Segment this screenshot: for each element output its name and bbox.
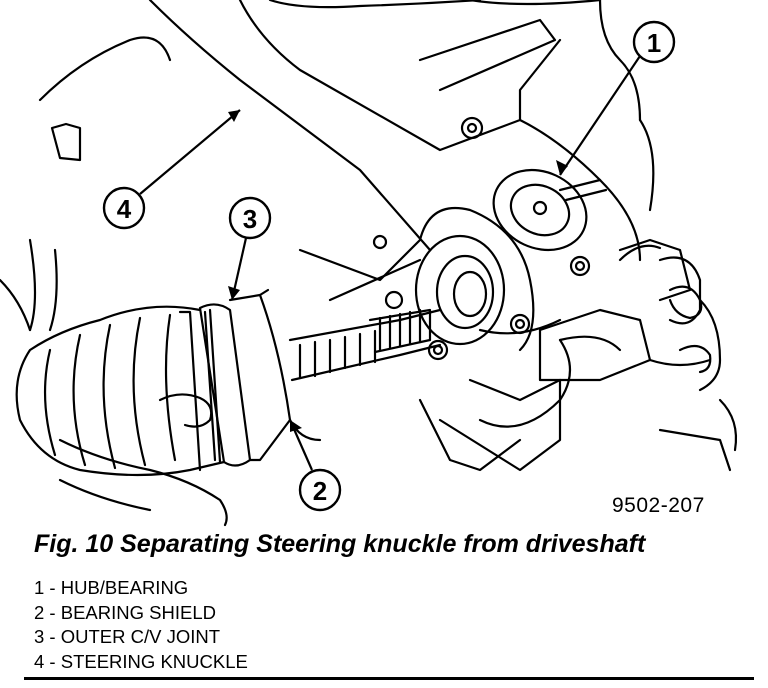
bottom-rule: [24, 677, 754, 680]
callout-3: 3: [243, 204, 257, 234]
legend-item: 2 - BEARING SHIELD: [34, 601, 216, 623]
figure-caption: Fig. 10 Separating Steering knuckle from…: [34, 530, 646, 558]
callout-4: 4: [117, 194, 132, 224]
legend-item: 4 - STEERING KNUCKLE: [34, 650, 248, 672]
legend-item: 3 - OUTER C/V JOINT: [34, 626, 221, 647]
callout-2-circle: [298, 468, 342, 512]
callout-1-leader: [559, 55, 641, 176]
figure-code: 9502-207: [612, 494, 705, 517]
callout-1: 1: [647, 28, 661, 58]
steering-knuckle-illustration: 1 2 3 4: [0, 0, 738, 527]
legend-item: 1 - HUB/BEARING: [34, 577, 189, 598]
callout-3-circle: [228, 196, 272, 240]
legend-list: 1 - HUB/BEARING 2 - BEARING SHIELD 3 - O…: [34, 576, 248, 674]
callout-1-circle: [632, 20, 676, 64]
callout-4-leader: [139, 109, 241, 195]
callout-2: 2: [313, 476, 327, 506]
callout-4-circle: [102, 186, 146, 230]
